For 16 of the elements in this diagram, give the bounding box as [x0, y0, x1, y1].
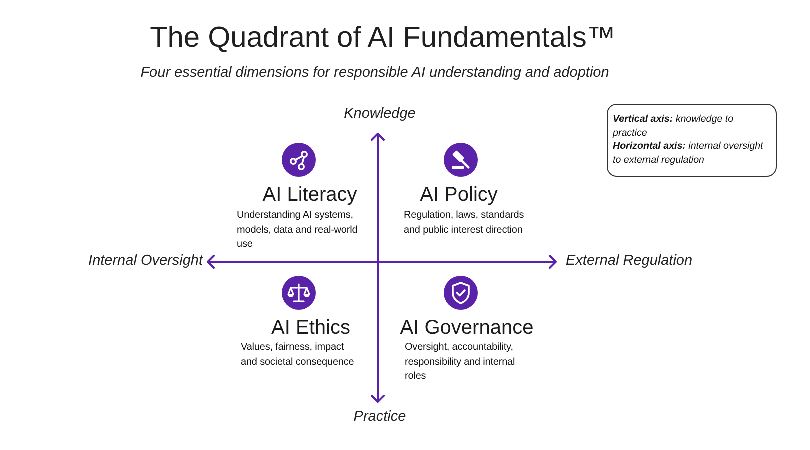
note-text: Horizontal axis: internal oversight to external regulation [613, 140, 764, 168]
axis-label: Practice [354, 409, 406, 425]
axis-label: External Regulation [566, 253, 693, 269]
title: The Quadrant of AI Fundamentals™ [150, 22, 616, 55]
quadrant-heading: AI Governance [400, 317, 534, 340]
quadrant-heading: AI Literacy [262, 184, 358, 207]
quadrant-heading: AI Ethics [272, 317, 350, 340]
quadrant-description: Understanding AI systems, models, data and real-world use [237, 209, 359, 252]
axis-label: Internal Oversight [88, 253, 203, 269]
quadrant-description: Values, fairness, impact and societal consequence [241, 341, 356, 370]
quadrant-description: Regulation, laws, standards and public interest direction [404, 209, 526, 238]
quadrant-heading: AI Policy [420, 184, 498, 207]
note-box [607, 104, 777, 177]
quadrant-description: Oversight, accountability, responsibility and internal roles [405, 341, 516, 384]
axis-label: Knowledge [344, 106, 416, 122]
subtitle: Four essential dimensions for responsible AI understanding and adoption [140, 65, 610, 81]
